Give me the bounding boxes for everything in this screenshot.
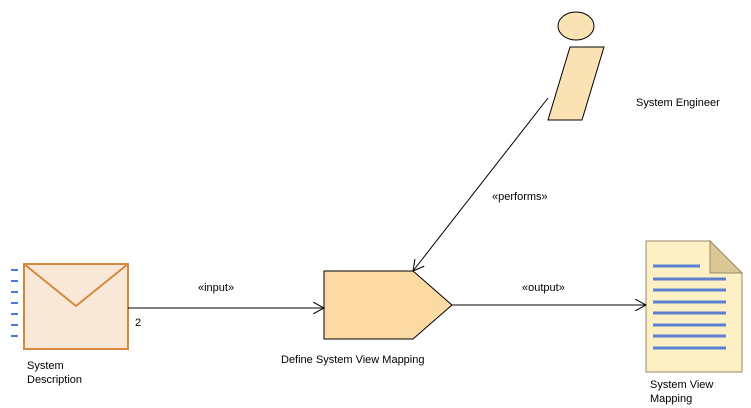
work-product-system-view-mapping[interactable]	[645, 239, 744, 373]
document-page	[645, 240, 743, 373]
label-system-view-mapping: System View Mapping	[650, 379, 714, 405]
label-multiplicity: 2	[135, 317, 142, 329]
stereotype-input: «input»	[198, 282, 235, 294]
label-system-description: System Description	[27, 360, 83, 386]
stereotype-output: «output»	[522, 282, 565, 294]
role-body	[547, 46, 605, 121]
port-ticks	[11, 269, 18, 337]
document-lines	[653, 264, 726, 350]
connector-performs[interactable]	[413, 97, 549, 271]
role-head	[557, 11, 595, 41]
stereotype-performs: «performs»	[492, 191, 548, 203]
document-fold	[709, 239, 744, 274]
work-product-system-description[interactable]	[11, 263, 129, 350]
label-system-engineer: System Engineer	[636, 97, 720, 109]
task-define-system-view-mapping[interactable]	[323, 270, 453, 340]
label-define-system-view-mapping: Define System View Mapping	[281, 354, 425, 366]
envelope-flap	[23, 263, 129, 308]
role-system-engineer[interactable]	[547, 11, 605, 121]
